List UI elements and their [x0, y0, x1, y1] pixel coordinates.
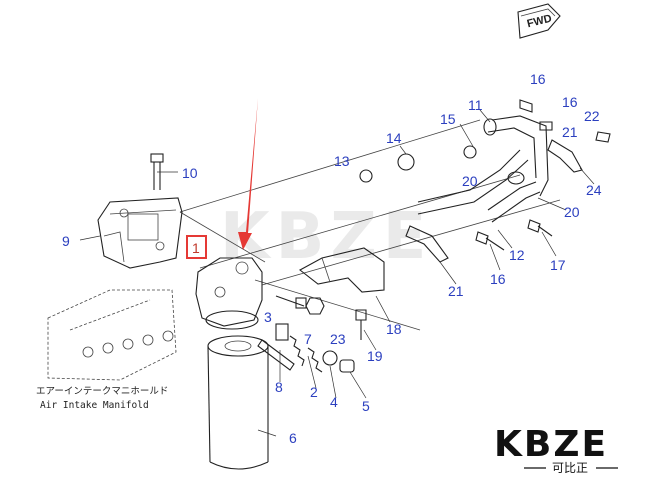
callout-4: 4 — [330, 394, 338, 410]
fwd-arrow-icon: FWD — [517, 3, 561, 39]
callout-8: 8 — [275, 379, 283, 395]
watermark: KBZE — [220, 200, 433, 274]
callout-20-a: 20 — [462, 173, 478, 189]
callout-21-a: 21 — [448, 283, 464, 299]
callout-11: 11 — [468, 97, 483, 113]
callout-7: 7 — [304, 331, 312, 347]
callout-16-a: 16 — [530, 71, 546, 87]
callout-13: 13 — [334, 153, 350, 169]
manifold-label-jp: エアーインテークマニホールド — [36, 386, 168, 397]
logo-text: KBZE — [494, 424, 608, 465]
callout-22: 22 — [584, 108, 600, 124]
filter-head-part-1 — [195, 257, 263, 330]
intake-manifold-outline — [47, 289, 177, 381]
callout-6: 6 — [289, 430, 297, 446]
pipe-parts — [417, 115, 549, 223]
filter-cartridge-part-6 — [207, 335, 269, 470]
callout-15: 15 — [440, 111, 456, 127]
callout-21-b: 21 — [562, 124, 578, 140]
callout-5: 5 — [362, 398, 370, 414]
callout-23: 23 — [330, 331, 346, 347]
callout-1: 1 — [192, 240, 200, 256]
fitting-parts — [257, 323, 355, 373]
bracket-part-9 — [97, 197, 183, 269]
callout-9: 9 — [62, 233, 70, 249]
callout-24: 24 — [586, 182, 602, 198]
callout-14: 14 — [386, 130, 402, 146]
callout-2: 2 — [310, 384, 318, 400]
manifold-label-en: Air Intake Manifold — [40, 400, 149, 411]
logo-subtext: 可比正 — [552, 461, 588, 475]
callout-19: 19 — [367, 348, 383, 364]
callout-20-b: 20 — [564, 204, 580, 220]
callout-12: 12 — [509, 247, 525, 263]
leader-lines — [79, 109, 595, 437]
callout-18: 18 — [386, 321, 402, 337]
highlight-arrow-icon — [238, 98, 258, 250]
bolt-part-10 — [150, 153, 164, 190]
fwd-label: FWD — [526, 13, 553, 31]
brand-logo: KBZE 可比正 — [494, 424, 618, 475]
callout-16-c: 16 — [490, 271, 506, 287]
callout-3: 3 — [264, 309, 272, 325]
callout-17: 17 — [550, 257, 566, 273]
highlight-box — [186, 235, 207, 259]
bracket-part-18 — [298, 247, 385, 293]
callout-10: 10 — [182, 165, 198, 181]
bolt-parts — [275, 219, 553, 340]
callout-numbers: 1 2 3 4 5 6 7 8 9 10 11 12 13 14 15 16 1… — [62, 71, 602, 446]
callout-16-b: 16 — [562, 94, 578, 110]
